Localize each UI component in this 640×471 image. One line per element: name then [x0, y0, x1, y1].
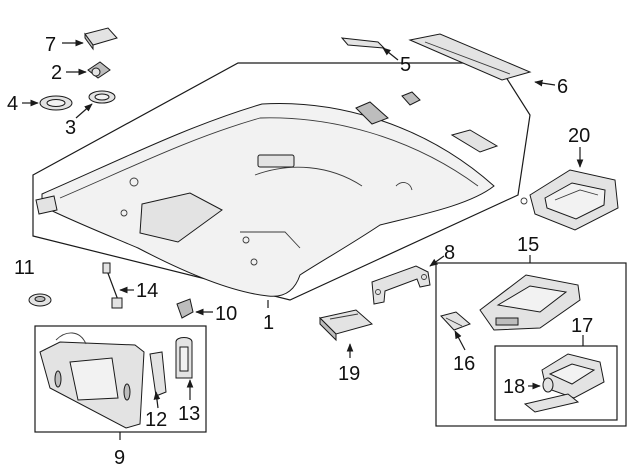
callout-4: 4 — [7, 93, 18, 115]
group-15-box — [435, 262, 627, 427]
callout-17: 17 — [571, 315, 593, 337]
callout-1: 1 — [263, 312, 274, 334]
part-5-strip — [340, 37, 386, 49]
callout-7: 7 — [45, 34, 56, 56]
callout-8: 8 — [444, 242, 455, 264]
callout-3: 3 — [65, 117, 76, 139]
callout-10: 10 — [215, 303, 237, 325]
part-14-harness — [102, 262, 123, 309]
callout-15: 15 — [517, 234, 539, 256]
headliner-clip-left — [355, 101, 389, 125]
callout-20: 20 — [568, 125, 590, 147]
part-3-cap — [88, 90, 116, 104]
callout-13: 13 — [178, 403, 200, 425]
group-17-box — [494, 345, 618, 421]
part-6-trim — [408, 33, 532, 81]
headliner-panel — [35, 103, 495, 297]
part-4-bezel — [39, 95, 73, 111]
callout-19: 19 — [338, 363, 360, 385]
callout-2: 2 — [51, 62, 62, 84]
part-8-grab-handle — [371, 265, 431, 305]
callout-18: 18 — [503, 376, 525, 398]
part-10-clip — [176, 298, 194, 319]
callout-9: 9 — [114, 447, 125, 469]
part-11-grommet — [28, 293, 52, 307]
group-9-box — [34, 325, 207, 433]
part-2-retainer — [87, 61, 111, 79]
part-19-lamp — [319, 309, 374, 342]
callout-11: 11 — [14, 257, 35, 279]
headliner-group-outline — [32, 62, 531, 301]
callout-5: 5 — [400, 54, 411, 76]
headliner-pad — [450, 129, 499, 153]
leader-lines — [22, 39, 584, 440]
callout-numbers: 7 2 4 3 5 6 20 8 15 11 14 10 1 17 16 19 … — [7, 34, 593, 469]
part-20-overhead-console — [520, 169, 619, 231]
callout-12: 12 — [145, 409, 167, 431]
callout-16: 16 — [453, 353, 475, 375]
callout-6: 6 — [557, 76, 568, 98]
headliner-clip-right — [401, 91, 421, 106]
callout-14: 14 — [136, 280, 158, 302]
part-7-clip — [84, 27, 118, 51]
